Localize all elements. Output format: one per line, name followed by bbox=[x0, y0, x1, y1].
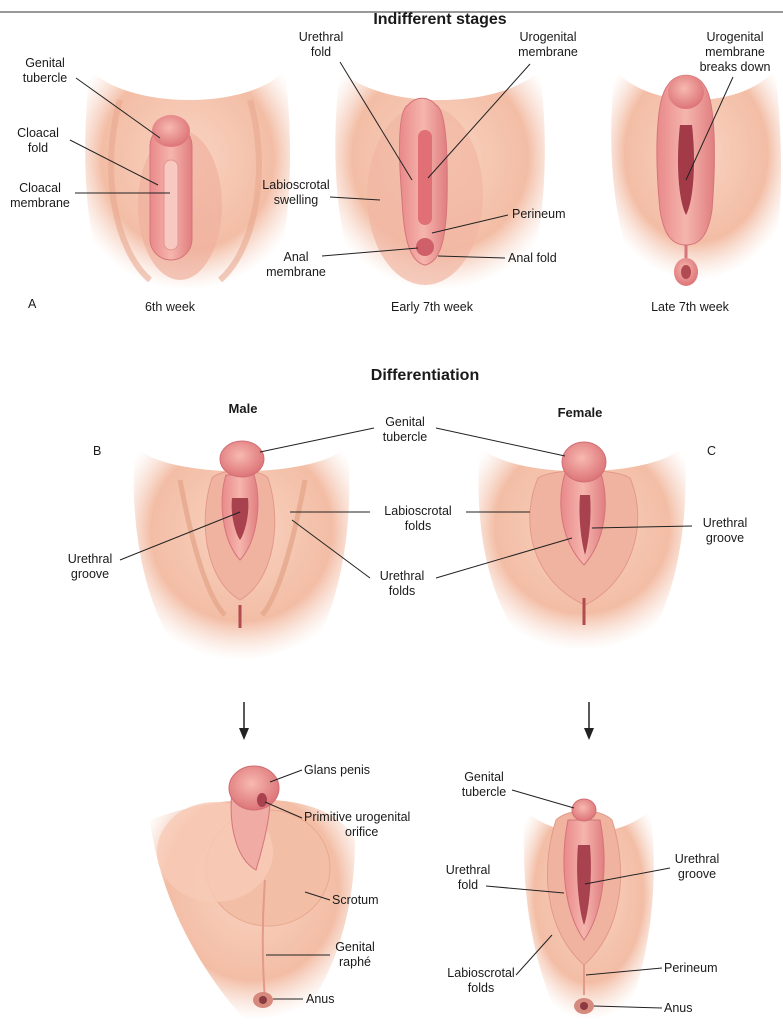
svg-text:raphé: raphé bbox=[339, 955, 371, 969]
svg-text:Urethral: Urethral bbox=[68, 552, 112, 566]
svg-text:folds: folds bbox=[468, 981, 494, 995]
svg-text:Genital: Genital bbox=[25, 56, 65, 70]
panel-letter-a: A bbox=[28, 297, 37, 311]
differentiation-title: Differentiation bbox=[371, 367, 479, 384]
svg-text:folds: folds bbox=[405, 519, 431, 533]
svg-text:tubercle: tubercle bbox=[383, 430, 428, 444]
svg-text:Labioscrotal: Labioscrotal bbox=[262, 178, 329, 192]
svg-text:breaks down: breaks down bbox=[700, 60, 771, 74]
caption-early-7th-week: Early 7th week bbox=[391, 300, 474, 314]
caption-6th-week: 6th week bbox=[145, 300, 196, 314]
svg-text:Labioscrotal: Labioscrotal bbox=[384, 504, 451, 518]
svg-text:Urogenital: Urogenital bbox=[520, 30, 577, 44]
svg-text:Genital: Genital bbox=[385, 415, 425, 429]
male-heading: Male bbox=[229, 401, 258, 416]
svg-text:Labioscrotal: Labioscrotal bbox=[447, 966, 514, 980]
svg-text:tubercle: tubercle bbox=[462, 785, 507, 799]
illustration-late-7th-week bbox=[611, 70, 781, 286]
svg-text:Cloacal: Cloacal bbox=[17, 126, 59, 140]
svg-text:Anal: Anal bbox=[283, 250, 308, 264]
svg-text:tubercle: tubercle bbox=[23, 71, 68, 85]
svg-text:Perineum: Perineum bbox=[512, 207, 566, 221]
svg-text:membrane: membrane bbox=[705, 45, 765, 59]
svg-text:membrane: membrane bbox=[518, 45, 578, 59]
svg-text:Anus: Anus bbox=[664, 1001, 693, 1015]
svg-text:Urethral: Urethral bbox=[675, 852, 719, 866]
label-genital-tubercle-female: Genital tubercle bbox=[462, 770, 574, 808]
illustration-female-differentiation bbox=[478, 442, 685, 650]
svg-text:Genital: Genital bbox=[335, 940, 375, 954]
svg-text:folds: folds bbox=[389, 584, 415, 598]
svg-text:Cloacal: Cloacal bbox=[19, 181, 61, 195]
female-heading: Female bbox=[558, 405, 603, 420]
svg-text:groove: groove bbox=[71, 567, 109, 581]
svg-text:groove: groove bbox=[706, 531, 744, 545]
svg-text:swelling: swelling bbox=[274, 193, 319, 207]
panel-letter-b: B bbox=[93, 444, 101, 458]
svg-text:Anal fold: Anal fold bbox=[508, 251, 557, 265]
label-genital-tubercle-b: Genital tubercle bbox=[260, 415, 565, 456]
svg-text:Primitive urogenital: Primitive urogenital bbox=[304, 810, 410, 824]
svg-text:orifice: orifice bbox=[345, 825, 378, 839]
svg-text:Genital: Genital bbox=[464, 770, 504, 784]
svg-text:Urethral: Urethral bbox=[446, 863, 490, 877]
svg-text:Urogenital: Urogenital bbox=[707, 30, 764, 44]
arrow-down-male bbox=[239, 702, 249, 740]
svg-text:Perineum: Perineum bbox=[664, 961, 718, 975]
svg-text:Scrotum: Scrotum bbox=[332, 893, 379, 907]
svg-text:fold: fold bbox=[28, 141, 48, 155]
svg-text:fold: fold bbox=[458, 878, 478, 892]
svg-text:Urethral: Urethral bbox=[380, 569, 424, 583]
svg-text:membrane: membrane bbox=[266, 265, 326, 279]
svg-text:Urethral: Urethral bbox=[703, 516, 747, 530]
caption-late-7th-week: Late 7th week bbox=[651, 300, 730, 314]
illustration-male-final bbox=[150, 766, 355, 1020]
svg-text:membrane: membrane bbox=[10, 196, 70, 210]
svg-text:Urethral: Urethral bbox=[299, 30, 343, 44]
svg-text:Glans penis: Glans penis bbox=[304, 763, 370, 777]
indifferent-title: Indifferent stages bbox=[373, 11, 506, 28]
panel-letter-c: C bbox=[707, 444, 716, 458]
illustration-female-final bbox=[524, 799, 654, 1020]
svg-text:groove: groove bbox=[678, 867, 716, 881]
arrow-down-female bbox=[584, 702, 594, 740]
illustration-6th-week bbox=[85, 70, 290, 290]
illustration-male-differentiation bbox=[134, 441, 350, 660]
svg-text:fold: fold bbox=[311, 45, 331, 59]
svg-text:Anus: Anus bbox=[306, 992, 335, 1006]
label-glans-penis: Glans penis bbox=[270, 763, 370, 782]
